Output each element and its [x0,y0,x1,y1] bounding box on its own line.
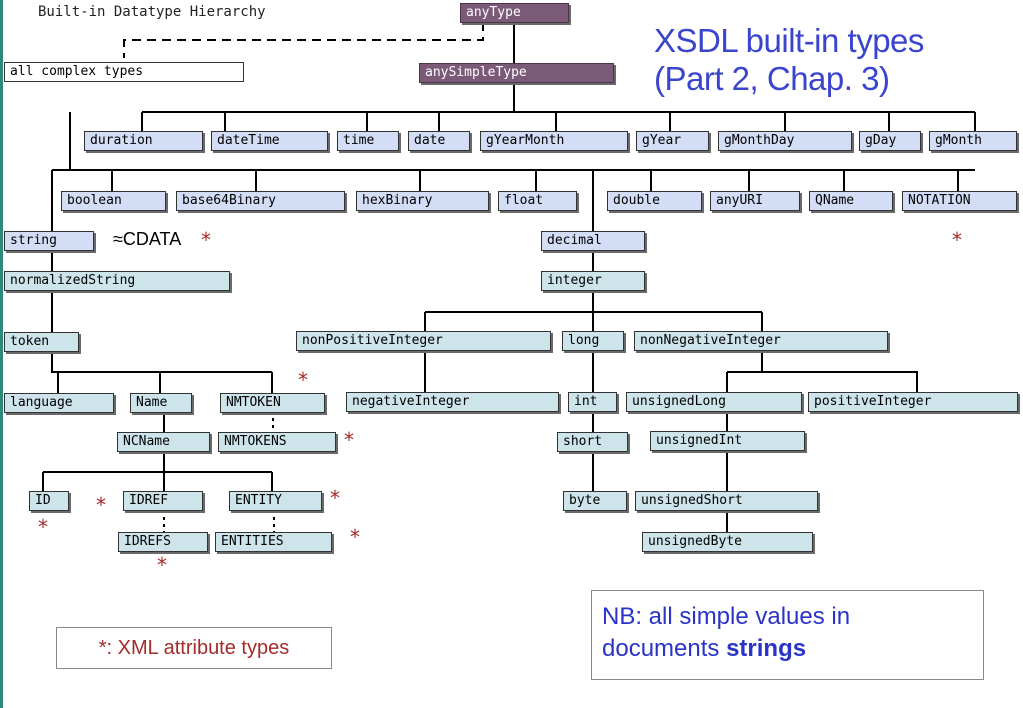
attribute-star-idref: * [96,493,106,517]
slide-title-line1: XSDL built-in types [654,22,924,59]
slide-left-border [0,0,3,708]
attribute-types-legend: *: XML attribute types [56,627,332,669]
node-idrefs: IDREFS [118,532,208,552]
attribute-star-entities: * [350,525,360,549]
node-boolean: boolean [61,191,166,211]
attribute-star-notation: * [952,228,962,252]
node-idref: IDREF [123,491,203,511]
node-qname: QName [809,191,893,211]
node-anysimpletype: anySimpleType [419,63,614,83]
attribute-star-entity: * [330,486,340,510]
attribute-star-string: * [201,228,211,252]
nb-note-bold: strings [726,635,807,662]
node-time: time [337,131,399,151]
nb-note: NB: all simple values in documents strin… [591,590,984,680]
node-name: Name [130,393,192,413]
node-id: ID [29,491,69,511]
attribute-star-nmtoken: * [298,368,308,392]
node-gyear: gYear [636,131,709,151]
node-unsignedint: unsignedInt [650,431,805,451]
node-nonnegativeinteger: nonNegativeInteger [634,331,888,351]
node-language: language [4,393,114,413]
node-positiveinteger: positiveInteger [808,392,1018,412]
node-token: token [4,332,79,352]
slide-title-line2: (Part 2, Chap. 3) [654,60,890,97]
node-notation: NOTATION [902,191,1017,211]
node-base64binary: base64Binary [176,191,345,211]
node-negativeinteger: negativeInteger [346,392,559,412]
node-unsignedlong: unsignedLong [626,392,802,412]
node-hexbinary: hexBinary [356,191,489,211]
node-long: long [562,331,624,351]
cdata-label: ≈CDATA [113,229,182,249]
node-integer: integer [541,271,645,291]
node-gyearmonth: gYearMonth [480,131,628,151]
node-nonpositiveinteger: nonPositiveInteger [296,331,551,351]
node-short: short [557,432,628,452]
node-unsignedshort: unsignedShort [635,491,818,511]
node-entity: ENTITY [229,491,322,511]
node-nmtokens: NMTOKENS [218,432,336,452]
node-double: double [607,191,702,211]
node-byte: byte [563,491,627,511]
node-unsignedbyte: unsignedByte [642,532,813,552]
node-gday: gDay [859,131,921,151]
nb-note-text: NB: all simple values in documents [602,603,851,662]
slide-title: XSDL built-in types (Part 2, Chap. 3) [654,22,924,98]
node-int: int [568,392,617,412]
hierarchy-title: Built-in Datatype Hierarchy [38,4,266,20]
dashed-link-complex [123,22,484,58]
attribute-star-id: * [38,515,48,539]
attribute-star-nmtokens: * [344,428,354,452]
node-gmonth: gMonth [929,131,1017,151]
node-nmtoken: NMTOKEN [220,393,325,413]
node-ncname: NCName [117,432,210,452]
node-normalizedstring: normalizedString [4,271,230,291]
node-string: string [4,231,94,251]
node-decimal: decimal [541,231,645,251]
node-anyuri: anyURI [710,191,800,211]
node-date: date [408,131,470,151]
node-gmonthday: gMonthDay [718,131,852,151]
node-datetime: dateTime [211,131,328,151]
node-anytype: anyType [460,3,569,23]
node-all-complex-types: all complex types [4,62,244,82]
left-trunk [52,112,975,171]
node-float: float [498,191,577,211]
node-duration: duration [84,131,203,151]
node-entities: ENTITIES [215,532,332,552]
attribute-star-idrefs: * [157,553,167,577]
